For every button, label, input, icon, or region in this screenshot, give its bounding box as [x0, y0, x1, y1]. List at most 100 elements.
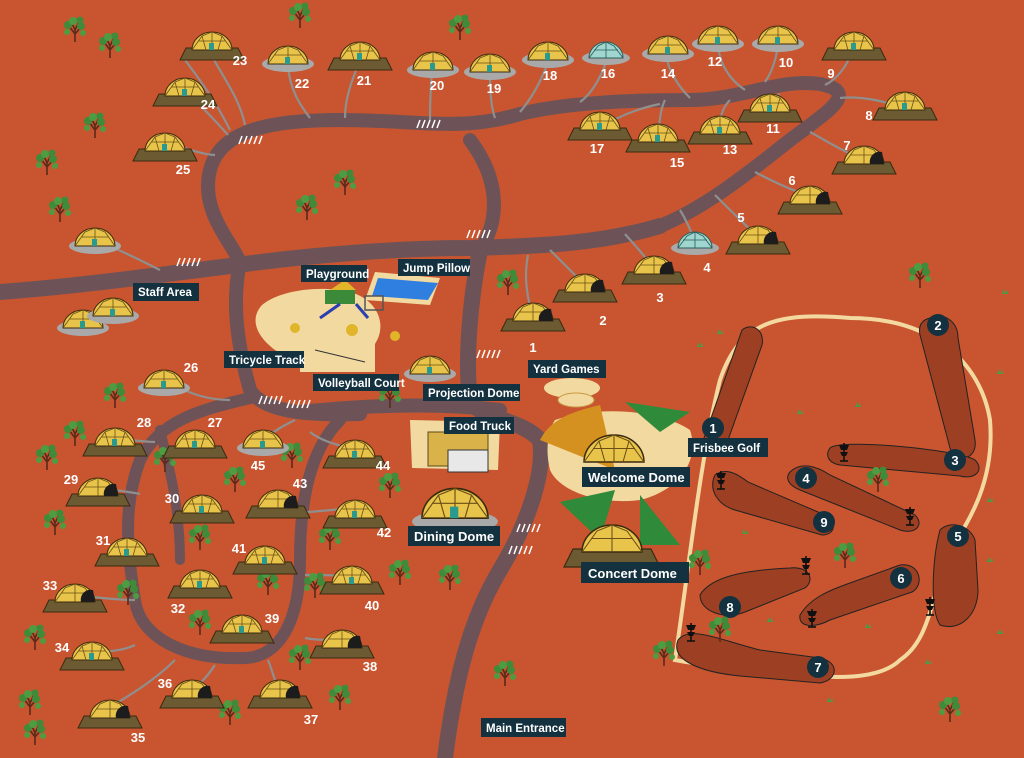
dome-icon[interactable]	[463, 53, 517, 81]
svg-text:9: 9	[820, 515, 827, 530]
dome-icon[interactable]	[521, 41, 575, 69]
welcome-dome-label[interactable]: Welcome Dome	[582, 467, 690, 487]
golf-hole-2[interactable]: 2	[927, 314, 949, 336]
golf-hole-7[interactable]: 7	[807, 656, 829, 678]
svg-text:8: 8	[726, 600, 733, 615]
dome-icon[interactable]	[581, 41, 631, 66]
dome-number-12: 12	[708, 54, 722, 69]
dome-number-45: 45	[251, 458, 265, 473]
dome-icon[interactable]	[621, 255, 687, 285]
dome-number-43: 43	[293, 476, 307, 491]
dome-icon[interactable]	[821, 31, 887, 61]
yard-games-label[interactable]: Yard Games	[528, 360, 606, 378]
tricycle-track-label[interactable]: Tricycle Track	[224, 351, 306, 368]
dome-number-16: 16	[601, 66, 615, 81]
tree-icon	[938, 695, 962, 723]
dome-icon[interactable]	[751, 25, 805, 53]
dome-icon[interactable]	[309, 629, 375, 659]
dome-icon[interactable]	[132, 132, 198, 162]
dome-number-27: 27	[208, 415, 222, 430]
dome-icon[interactable]	[261, 45, 315, 73]
golf-hole-8[interactable]: 8	[719, 596, 741, 618]
tree-icon	[98, 31, 122, 59]
dome-icon[interactable]	[725, 225, 791, 255]
dome-icon[interactable]	[406, 51, 460, 79]
frisbee-golf-label[interactable]: Frisbee Golf	[688, 438, 768, 457]
dome-icon[interactable]	[236, 429, 290, 457]
volleyball-court-label[interactable]: Volleyball Court	[313, 374, 405, 391]
dome-icon[interactable]	[167, 569, 233, 599]
dome-icon[interactable]	[77, 699, 143, 729]
dome-icon[interactable]	[327, 41, 393, 71]
dome-number-23: 23	[233, 53, 247, 68]
dome-icon[interactable]	[691, 25, 745, 53]
golf-hole-9[interactable]: 9	[813, 511, 835, 533]
area-labels: Staff Area Playground Jump Pillow Tricyc…	[133, 259, 768, 737]
playground-equipment-icon	[319, 280, 384, 320]
tree-icon	[188, 608, 212, 636]
tree-icon	[35, 148, 59, 176]
dome-icon[interactable]	[162, 429, 228, 459]
volleyball-court-area	[300, 342, 375, 372]
jump-pillow-label[interactable]: Jump Pillow	[398, 259, 470, 276]
tree-icon	[388, 558, 412, 586]
dome-icon[interactable]	[641, 35, 695, 63]
main-entrance-label[interactable]: Main Entrance	[481, 718, 566, 737]
svg-text:Welcome Dome: Welcome Dome	[588, 470, 685, 485]
dome-icon[interactable]	[68, 227, 122, 255]
staff-area-label[interactable]: Staff Area	[133, 283, 199, 301]
golf-hole-4[interactable]: 4	[795, 467, 817, 489]
dome-number-36: 36	[158, 676, 172, 691]
food-truck-label[interactable]: Food Truck	[444, 417, 514, 434]
dome-number-40: 40	[365, 598, 379, 613]
dome-icon[interactable]	[552, 273, 618, 303]
golf-hole-badges[interactable]: 1 2 3 4 5 6 7 8 9	[702, 314, 969, 678]
fairway-8	[699, 567, 811, 616]
tree-icon	[63, 15, 87, 43]
playground-label[interactable]: Playground	[301, 265, 369, 282]
tree-icon	[18, 688, 42, 716]
tree-icon	[866, 465, 890, 493]
svg-text:5: 5	[954, 529, 961, 544]
dome-icon[interactable]	[625, 123, 691, 153]
tree-icon	[328, 683, 352, 711]
dome-icon[interactable]	[247, 679, 313, 709]
dome-icon[interactable]	[319, 565, 385, 595]
golf-hole-1[interactable]: 1	[702, 417, 724, 439]
dome-icon[interactable]	[872, 91, 938, 121]
dining-dome-label[interactable]: Dining Dome	[408, 526, 500, 546]
tree-icon	[295, 193, 319, 221]
dome-icon[interactable]	[403, 355, 457, 383]
golf-hole-5[interactable]: 5	[947, 525, 969, 547]
dome-number-22: 22	[295, 76, 309, 91]
frisbee-golf-course	[672, 314, 993, 684]
fairway-4	[787, 465, 920, 532]
dome-number-21: 21	[357, 73, 371, 88]
tree-icon	[48, 195, 72, 223]
dome-icon[interactable]	[777, 185, 843, 215]
dome-number-4: 4	[703, 260, 711, 275]
dome-icon[interactable]	[82, 427, 148, 457]
tree-icon	[43, 508, 67, 536]
dome-icon[interactable]	[322, 499, 388, 529]
dome-icon[interactable]	[500, 302, 566, 332]
welcome-dome-icon[interactable]	[583, 434, 645, 463]
golf-hole-6[interactable]: 6	[890, 567, 912, 589]
golf-hole-3[interactable]: 3	[944, 449, 966, 471]
dome-number-9: 9	[827, 66, 834, 81]
dome-icon[interactable]	[86, 297, 140, 325]
svg-text:3: 3	[951, 453, 958, 468]
dome-icon[interactable]	[137, 369, 191, 397]
svg-text:7: 7	[814, 660, 821, 675]
svg-text:Main Entrance: Main Entrance	[486, 723, 565, 735]
dome-icon[interactable]	[670, 231, 720, 256]
dome-icon[interactable]	[59, 641, 125, 671]
tree-icon	[35, 443, 59, 471]
dome-number-2: 2	[599, 313, 606, 328]
svg-text:Staff Area: Staff Area	[138, 287, 192, 299]
projection-dome-label[interactable]: Projection Dome	[423, 384, 520, 401]
dome-number-37: 37	[304, 712, 318, 727]
concert-dome-label[interactable]: Concert Dome	[581, 562, 689, 583]
dome-number-18: 18	[543, 68, 557, 83]
